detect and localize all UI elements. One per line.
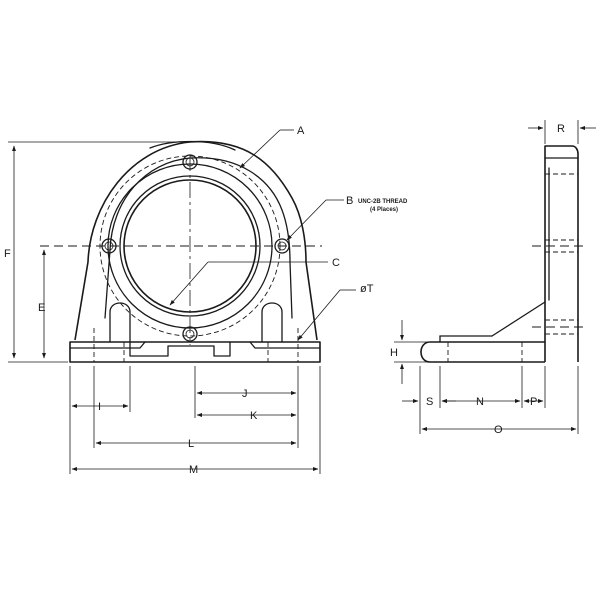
label-B-thread: UNC-2B THREAD [358, 199, 408, 205]
callout-C: C [169, 257, 340, 306]
front-view: F E I J K L [4, 125, 408, 476]
callout-A: A [239, 125, 305, 169]
side-view: R H S N P [390, 120, 596, 436]
dimension-J: J [196, 388, 297, 400]
label-R: R [557, 123, 565, 135]
dimension-E: E [38, 249, 46, 359]
label-S: S [426, 396, 433, 408]
dimension-O: O [421, 424, 577, 436]
dimension-N: N [441, 396, 521, 408]
housing-boss [104, 157, 293, 319]
dimension-I: I [71, 401, 129, 413]
label-K: K [250, 410, 258, 422]
label-E: E [38, 302, 45, 314]
label-L: L [188, 438, 194, 450]
dimension-K: K [196, 410, 297, 422]
base-plate [69, 341, 321, 363]
dimension-H: H [390, 320, 428, 384]
callout-T: øT [297, 283, 374, 341]
mounting-slots [93, 302, 299, 362]
dimension-F: F [4, 141, 188, 363]
label-I: I [98, 401, 101, 413]
label-B-places: (4 Places) [370, 207, 398, 213]
side-base-plate [420, 341, 545, 363]
label-C: C [332, 257, 340, 269]
dimension-M: M [71, 464, 319, 476]
housing-outline [74, 140, 318, 341]
label-M: M [189, 464, 198, 476]
dimension-R: R [528, 120, 596, 144]
label-T: øT [360, 283, 374, 295]
dimension-S: S [402, 396, 456, 408]
dimension-L: L [95, 438, 297, 450]
gusset [491, 301, 546, 337]
label-J: J [242, 388, 248, 400]
label-F: F [4, 248, 11, 260]
label-H: H [390, 347, 398, 359]
label-P: P [530, 396, 537, 408]
upright-plate [544, 145, 579, 362]
dimension-P: P [523, 396, 544, 408]
label-O: O [494, 424, 503, 436]
callout-B: B UNC-2B THREAD (4 Places) [286, 195, 408, 241]
label-N: N [476, 396, 484, 408]
label-B: B [346, 195, 353, 207]
label-A: A [297, 125, 305, 137]
